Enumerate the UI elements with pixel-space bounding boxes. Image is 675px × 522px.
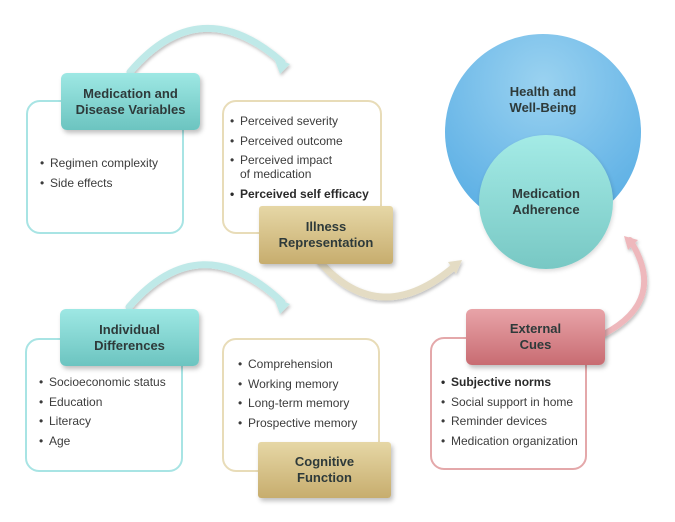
cognitive-function-label: Cognitive Function	[258, 442, 391, 498]
list-item: Socioeconomic status	[39, 375, 166, 389]
circle-label-line: Adherence	[512, 202, 580, 217]
label-line: Cognitive	[294, 454, 355, 469]
illness-representation-list: Perceived severity Perceived outcome Per…	[230, 114, 369, 206]
list-item: Perceived self efficacy	[230, 187, 369, 201]
label-line: Disease Variables	[75, 101, 186, 117]
arrow-illness-to-adherence	[316, 258, 462, 301]
label-line: Illness	[305, 219, 347, 234]
list-item: Medication organization	[441, 434, 578, 448]
list-item-line: of medication	[240, 167, 312, 181]
list-item: Side effects	[40, 176, 158, 190]
circle-label-line: Medication	[512, 186, 580, 201]
list-item: Literacy	[39, 414, 166, 428]
list-item: Subjective norms	[441, 375, 578, 389]
list-item: Prospective memory	[238, 416, 357, 430]
label-line: Cues	[519, 337, 552, 352]
medication-disease-label: Medication and Disease Variables	[61, 73, 200, 130]
list-item: Education	[39, 395, 166, 409]
label-line: Differences	[94, 337, 165, 353]
external-cues-list: Subjective norms Social support in home …	[441, 375, 578, 453]
illness-representation-label: Illness Representation	[259, 206, 393, 264]
label-line: Function	[297, 470, 352, 485]
list-item: Social support in home	[441, 395, 578, 409]
arrow-individual-to-cognitive	[125, 261, 290, 314]
list-item: Long-term memory	[238, 396, 357, 410]
cognitive-function-list: Comprehension Working memory Long-term m…	[238, 357, 357, 435]
external-cues-label: External Cues	[466, 309, 605, 365]
list-item: Comprehension	[238, 357, 357, 371]
label-line: Representation	[278, 235, 374, 250]
circle-label-line: Well-Being	[509, 100, 577, 115]
label-line: Individual	[99, 321, 160, 337]
list-item: Reminder devices	[441, 414, 578, 428]
list-item: Working memory	[238, 377, 357, 391]
medication-adherence-circle: Medication Adherence	[479, 135, 613, 269]
list-item: Regimen complexity	[40, 156, 158, 170]
circle-label-line: Health and	[509, 84, 577, 99]
individual-differences-list: Socioeconomic status Education Literacy …	[39, 375, 166, 453]
list-item: Perceived severity	[230, 114, 369, 128]
individual-differences-label: Individual Differences	[60, 309, 199, 366]
arrow-medication-to-illness	[126, 25, 290, 76]
medication-disease-list: Regimen complexity Side effects	[40, 156, 158, 195]
label-line: External	[509, 321, 562, 336]
list-item-line: Perceived impact	[240, 153, 333, 167]
arrow-externalcues-to-adherence	[601, 236, 647, 337]
list-item: Age	[39, 434, 166, 448]
list-item: Perceived outcome	[230, 134, 369, 148]
label-line: Medication and	[83, 85, 178, 101]
